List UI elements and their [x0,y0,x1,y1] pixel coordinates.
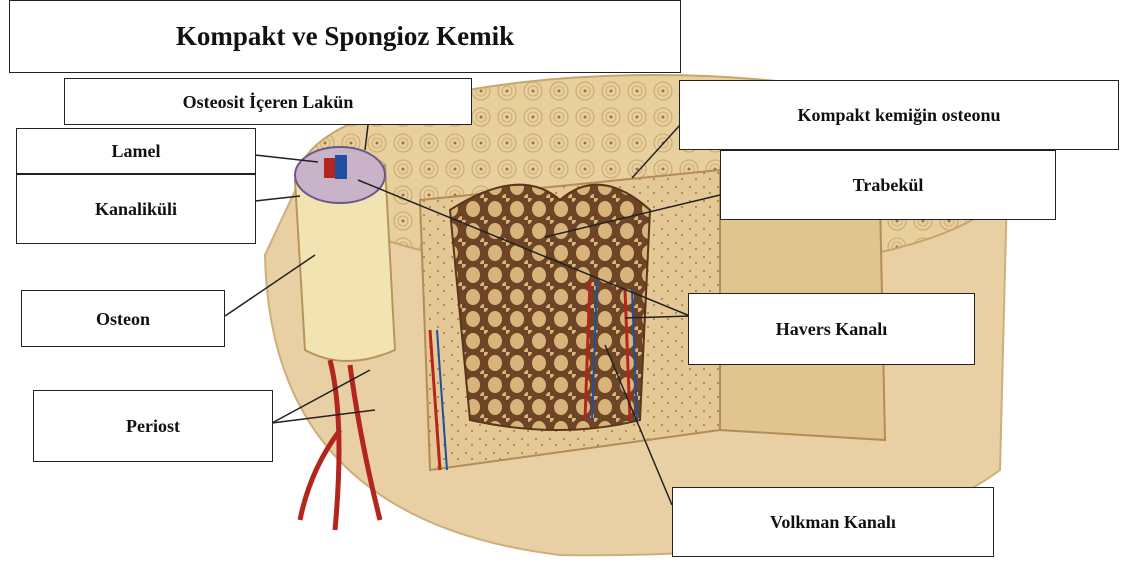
label-volkman: Volkman Kanalı [672,487,994,557]
label-osteon-text: Osteon [96,310,150,328]
label-lamel-text: Lamel [112,142,161,160]
diagram-title: Kompakt ve Spongioz Kemik [176,23,514,50]
label-osteon: Osteon [21,290,225,347]
label-havers-text: Havers Kanalı [776,320,888,338]
label-kompakt-osteon-text: Kompakt kemiğin osteonu [797,106,1000,124]
label-kompakt-osteon: Kompakt kemiğin osteonu [679,80,1119,150]
label-kanalikuli: Kanaliküli [16,174,256,244]
label-periost: Periost [33,390,273,462]
spongy-bone [450,185,650,430]
label-volkman-text: Volkman Kanalı [770,513,896,531]
title-box: Kompakt ve Spongioz Kemik [9,0,681,73]
label-havers: Havers Kanalı [688,293,975,365]
label-periost-text: Periost [126,417,180,435]
label-lamel: Lamel [16,128,256,174]
label-lacuna: Osteosit İçeren Lakün [64,78,472,125]
label-trabekul-text: Trabekül [853,176,924,194]
label-lacuna-text: Osteosit İçeren Lakün [183,93,354,111]
label-trabekul: Trabekül [720,150,1056,220]
label-kanalikuli-text: Kanaliküli [95,200,177,218]
